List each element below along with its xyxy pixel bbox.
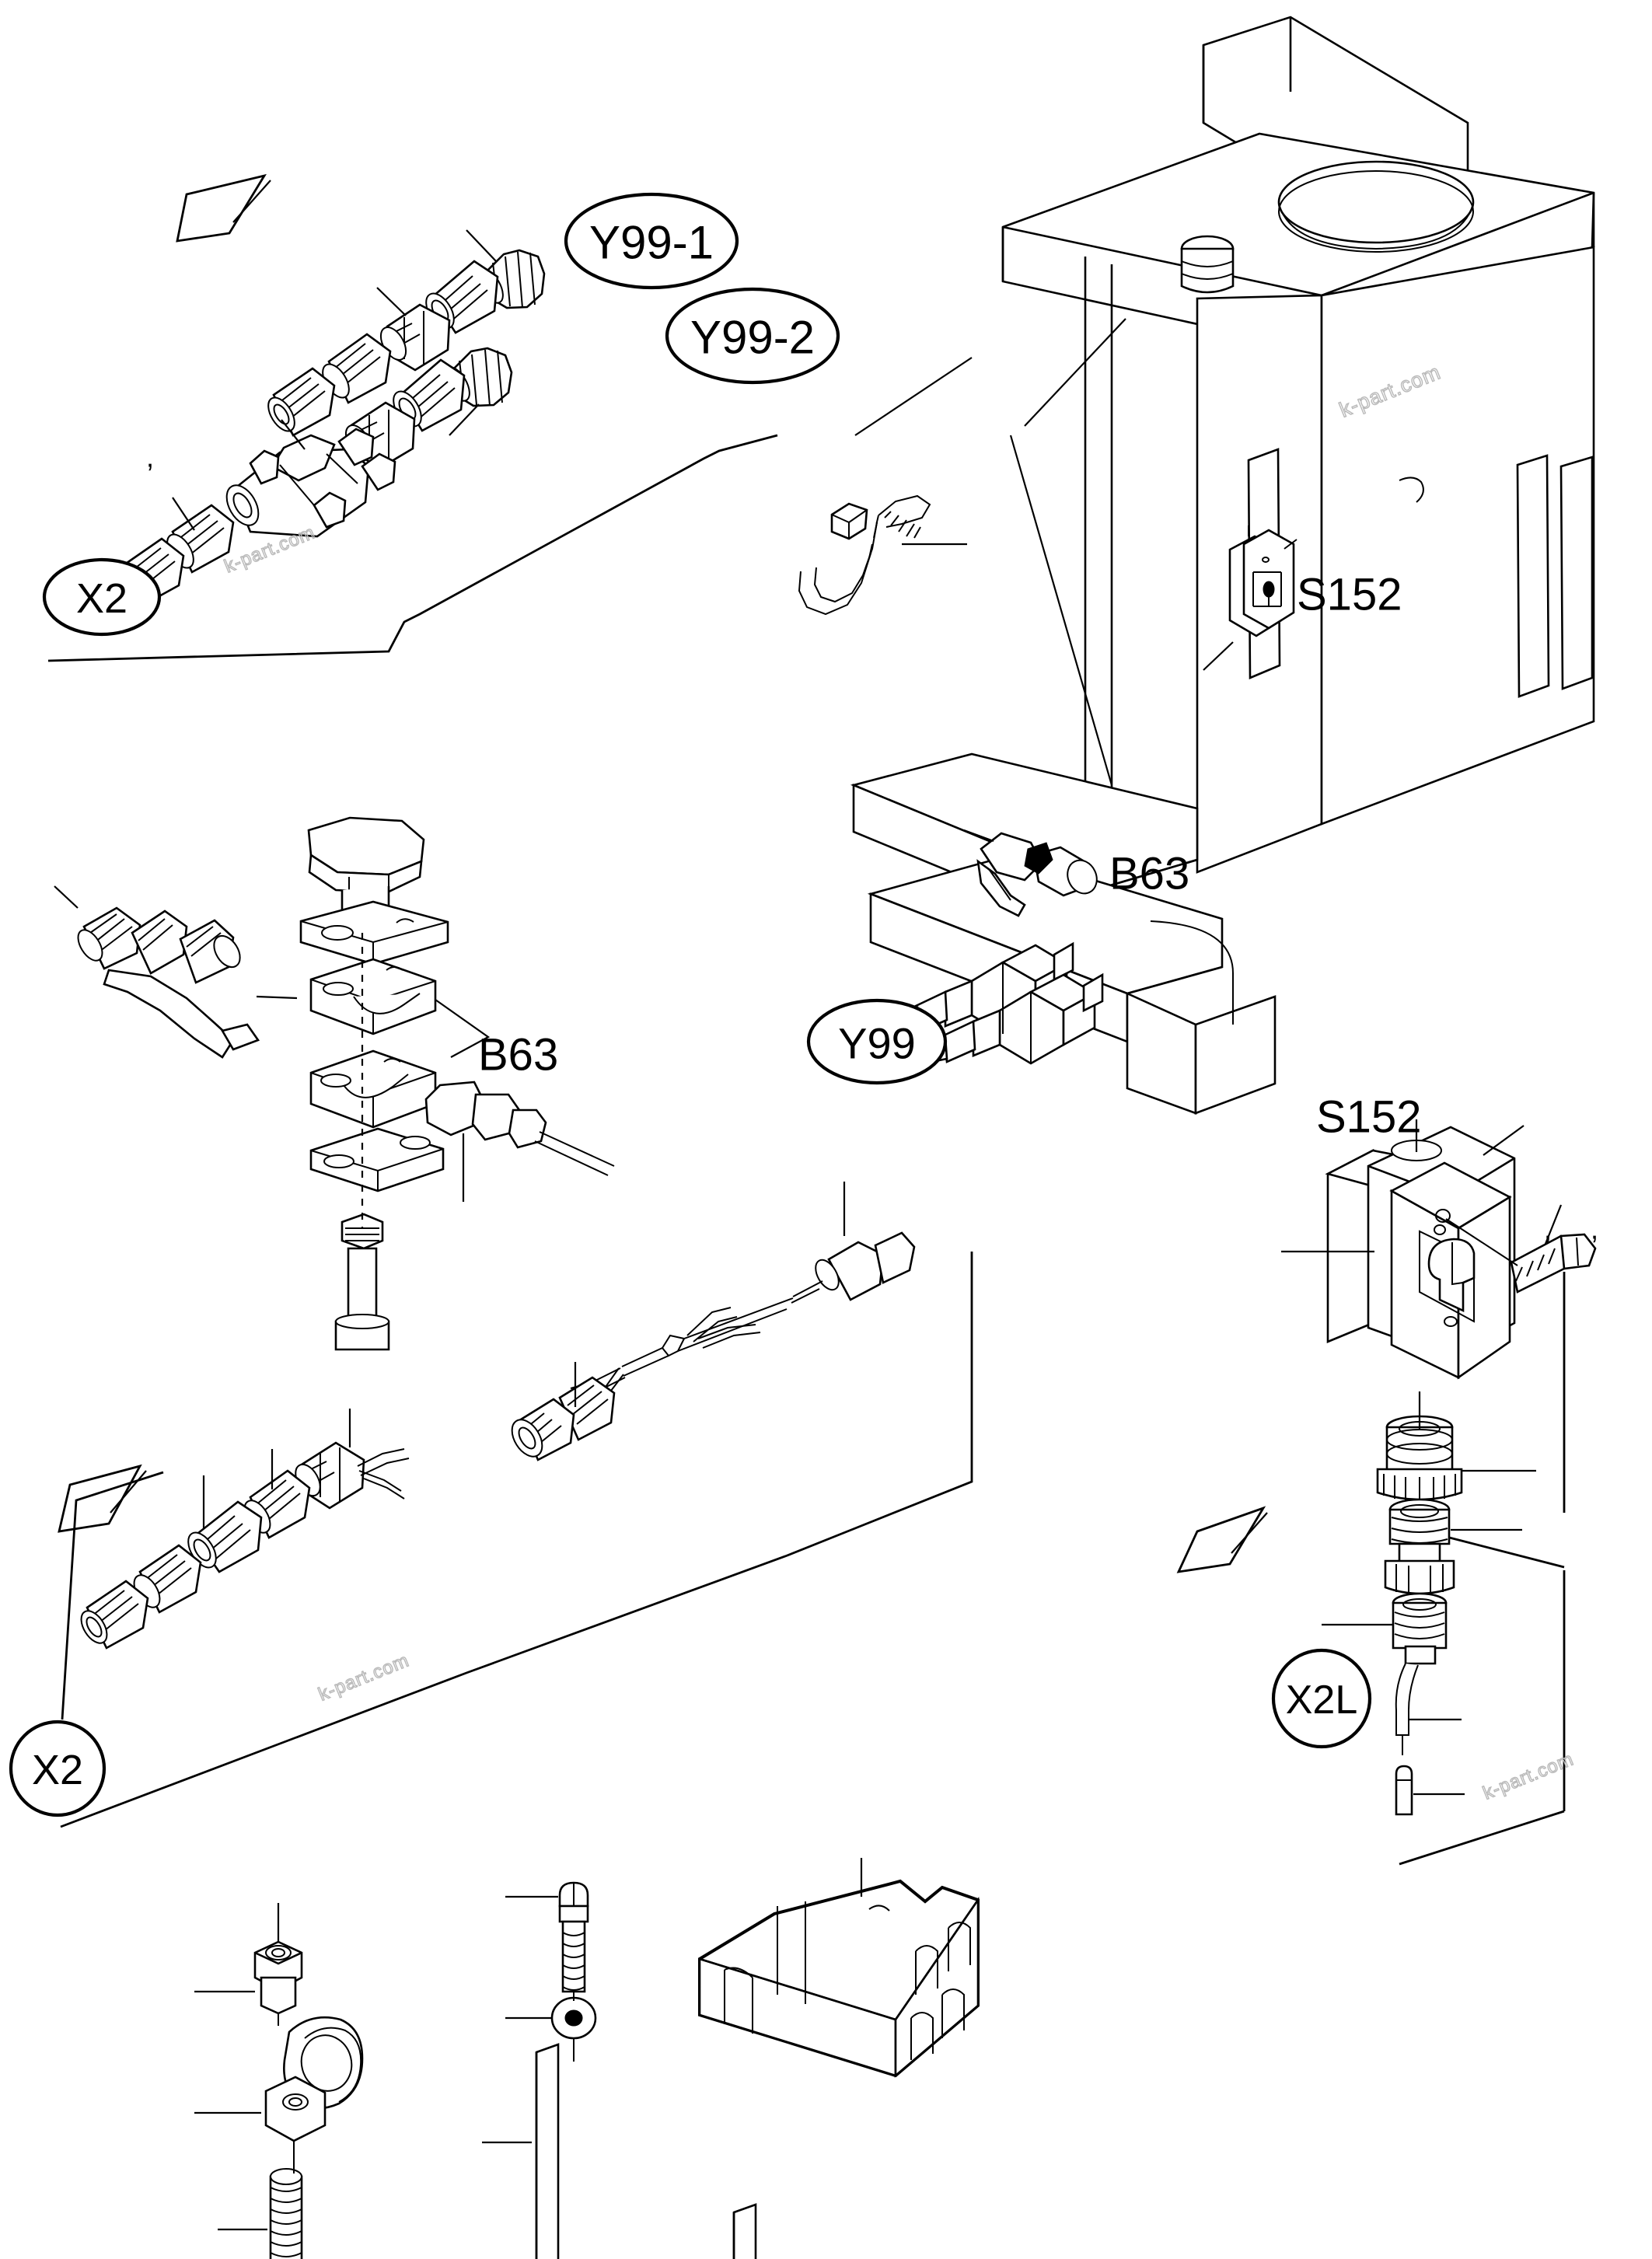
sensor-clamp-bracket-assembly bbox=[256, 816, 491, 1351]
callout-x2-top-label: X2 bbox=[76, 575, 127, 622]
callout-x2-lower: X2 bbox=[9, 1720, 107, 1817]
switch-box-on-frame bbox=[1203, 525, 1298, 671]
lower-spring-3 bbox=[80, 1580, 149, 1650]
hex-bolt-vertical bbox=[334, 1213, 390, 1351]
connector-chain-y99-2 bbox=[344, 347, 513, 470]
cable-gland-stack bbox=[1322, 1391, 1536, 1816]
callout-y99-1: Y99-1 bbox=[564, 192, 739, 290]
group-boundary-x2-lower bbox=[58, 1252, 973, 1828]
clamp-ring bbox=[194, 2016, 364, 2142]
harness-connector-right bbox=[791, 1182, 916, 1304]
u-shaped-mounting-bracket bbox=[482, 2043, 757, 2259]
label-b63-bracket: B63 bbox=[478, 1030, 558, 1081]
cable-tie bbox=[798, 494, 967, 616]
threaded-plug-top bbox=[1180, 235, 1235, 294]
threaded-spring-2 bbox=[267, 367, 336, 437]
callout-x2-top: X2 bbox=[42, 557, 162, 637]
callout-y99-machine: Y99 bbox=[806, 998, 948, 1085]
lower-spring-2 bbox=[133, 1544, 202, 1614]
callout-y99-2: Y99-2 bbox=[665, 287, 840, 385]
apostrophe-mark-3: , bbox=[1591, 1213, 1598, 1245]
apostrophe-mark-2: , bbox=[1544, 1213, 1552, 1245]
harness-gland-left bbox=[511, 1362, 616, 1461]
threaded-spring-1 bbox=[322, 333, 392, 404]
connector-chain-y99-1 bbox=[267, 229, 546, 437]
watermark-3: k-part.com bbox=[316, 1650, 412, 1705]
thread-nipple-a bbox=[166, 504, 235, 574]
cover-screw bbox=[1435, 1204, 1597, 1294]
apostrophe-mark-1: , bbox=[146, 442, 154, 473]
machine-frame-assembly bbox=[850, 16, 1595, 1115]
gland-body-middle bbox=[1384, 1498, 1522, 1595]
callout-x2-lower-label: X2 bbox=[32, 1747, 83, 1793]
label-s152-detail: S152 bbox=[1316, 1092, 1421, 1143]
hose-clamp-nut-stud bbox=[194, 1903, 364, 2259]
bolt-and-washer bbox=[505, 1881, 597, 2062]
switch-box-exploded bbox=[1281, 1119, 1597, 1380]
threaded-stud bbox=[218, 2168, 303, 2259]
valve-manifold-top bbox=[117, 419, 396, 607]
flat-washer bbox=[505, 1996, 597, 2040]
callout-x2l-label: X2L bbox=[1286, 1678, 1358, 1723]
proximity-sensor-b63 bbox=[424, 1081, 615, 1202]
solenoid-valve-block-on-frame bbox=[900, 941, 1104, 1065]
proximity-sensor-on-frame bbox=[963, 829, 1098, 917]
hex-head-bolt bbox=[505, 1881, 589, 1993]
contact-pin bbox=[1395, 1765, 1465, 1816]
callout-y99-machine-label: Y99 bbox=[838, 1019, 916, 1068]
label-b63-machine: B63 bbox=[1109, 849, 1189, 899]
callout-x2l: X2L bbox=[1271, 1648, 1372, 1749]
watermark-4: k-part.com bbox=[1480, 1748, 1577, 1803]
gland-nut-upper bbox=[1376, 1391, 1536, 1502]
label-s152-machine: S152 bbox=[1297, 570, 1402, 620]
bracket-connector-left bbox=[54, 885, 260, 1059]
coupling-1 bbox=[379, 303, 451, 372]
x2-lower-connector-chain bbox=[80, 1409, 410, 1650]
hex-nut bbox=[194, 1903, 303, 2015]
finned-cover-box bbox=[698, 1858, 980, 2078]
callout-y99-1-label: Y99-1 bbox=[589, 217, 714, 269]
cable-harness-with-connectors bbox=[511, 1182, 916, 1461]
gland-threaded-lower bbox=[1322, 1592, 1448, 1665]
callout-y99-2-label: Y99-2 bbox=[690, 312, 815, 364]
